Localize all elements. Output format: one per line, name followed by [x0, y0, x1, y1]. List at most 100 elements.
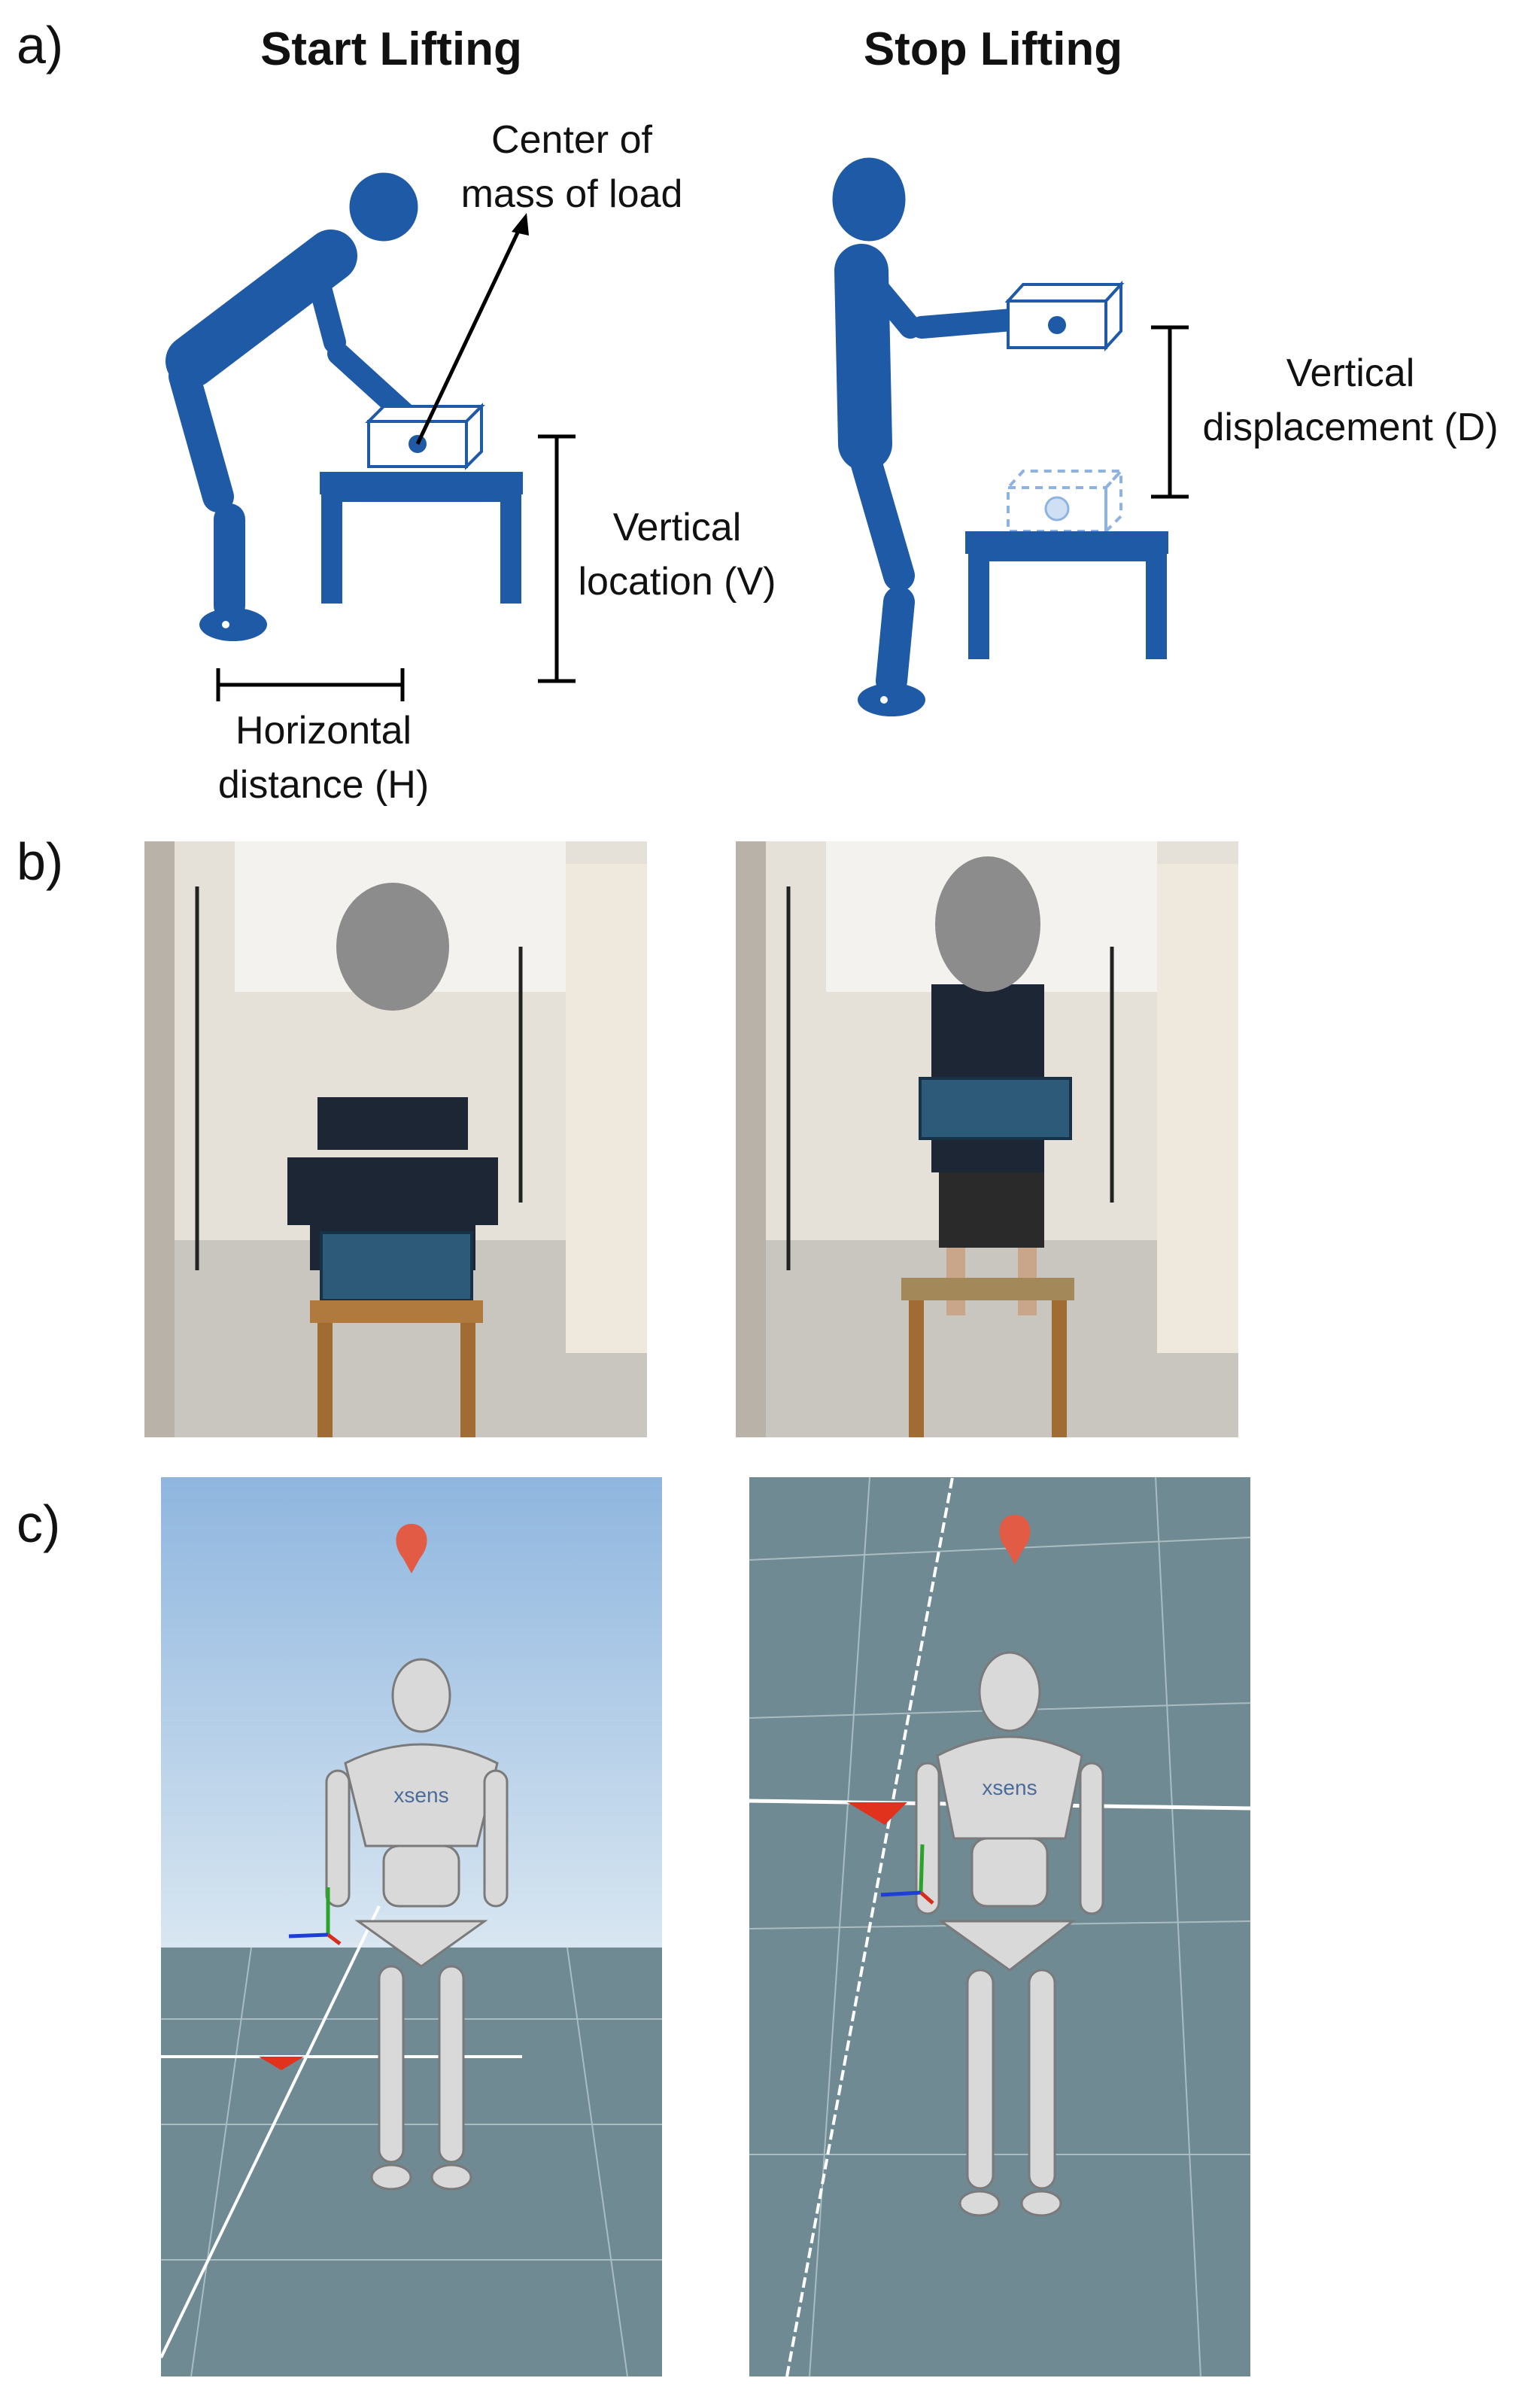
vertical-location-bracket — [538, 434, 576, 683]
stop-avatar-left-leg — [966, 1969, 995, 2190]
stop-box — [1004, 280, 1125, 352]
stop-lifting-photo — [736, 841, 1238, 1437]
stop-avatar-marker-triangle — [847, 1802, 907, 1825]
start-avatar-balloon-icon — [396, 1524, 427, 1574]
stop-figure-upper-arm — [861, 271, 922, 339]
stop-photo-stool-left-leg — [909, 1300, 924, 1437]
start-avatar-axis-line — [161, 1905, 381, 2358]
panel-a-label: a) — [17, 16, 64, 74]
stop-avatar-body — [915, 1651, 1104, 2217]
start-avatar-pelvis — [354, 1920, 488, 1968]
stop-avatar-axis-line — [785, 1477, 954, 2376]
stop-avatar-left-foot — [958, 2190, 1001, 2217]
vertical-displacement-line-1: Vertical — [1286, 351, 1415, 395]
vertical-displacement-line-2: displacement (D) — [1202, 406, 1499, 449]
stop-box-top — [1004, 283, 1125, 303]
stop-avatar-scene: xsens — [749, 1477, 1250, 2376]
com-arrow-line — [415, 228, 521, 445]
start-lifting-title: Start Lifting — [260, 23, 522, 75]
center-of-mass-label: Center of mass of load — [421, 113, 722, 221]
start-table-rail — [342, 494, 500, 502]
start-table — [320, 472, 523, 604]
stop-avatar-abdomen — [970, 1837, 1049, 1908]
start-table-left-leg — [321, 494, 342, 604]
horizontal-distance-line-2: distance (H) — [217, 763, 430, 807]
panel-b-label: b) — [17, 832, 64, 891]
start-table-top — [320, 472, 523, 494]
stop-table-left-leg — [968, 554, 989, 659]
panel-c-label: c) — [17, 1495, 61, 1553]
vertical-location-line-1: Vertical — [612, 506, 742, 549]
stop-photo-face-blur — [935, 856, 1040, 992]
start-photo-face-blur — [336, 883, 449, 1011]
stop-figure-torso — [834, 244, 892, 471]
stop-figure-head — [832, 157, 906, 242]
start-box-front — [367, 420, 468, 468]
stop-photo-crate — [919, 1077, 1072, 1140]
horizontal-distance-line-1: Horizontal — [235, 709, 412, 753]
horizontal-distance-bracket — [216, 668, 405, 701]
ghost-box-side — [1104, 467, 1122, 535]
start-photo-stool-right-leg — [460, 1323, 475, 1437]
stop-photo-stool-right-leg — [1052, 1300, 1067, 1437]
start-avatar-left-arm — [325, 1769, 351, 1908]
start-avatar-right-arm — [483, 1769, 509, 1908]
stop-lifting-title: Stop Lifting — [863, 23, 1123, 75]
stop-avatar-axes-gizmo — [880, 1844, 934, 1905]
start-photo-stool-left-leg — [317, 1323, 333, 1437]
start-avatar-axes-gizmo — [288, 1887, 342, 1945]
start-photo-stool-top — [310, 1300, 483, 1323]
start-figure-upper-arm — [305, 260, 346, 354]
start-avatar-left-leg — [378, 1965, 405, 2164]
start-box — [365, 403, 485, 470]
stop-figure-foot-dot — [880, 696, 888, 704]
panel-a-diagram — [166, 157, 1189, 716]
stop-lifting-figure — [832, 157, 1023, 716]
start-avatar-right-leg — [438, 1965, 465, 2164]
start-figure-foot — [199, 608, 267, 641]
start-photo-scene — [144, 841, 647, 1437]
start-figure-head — [349, 172, 418, 242]
stop-table-top — [965, 531, 1168, 554]
start-avatar-chest — [344, 1743, 499, 1847]
start-box-side — [465, 403, 483, 470]
stop-avatar-right-foot — [1020, 2190, 1062, 2217]
stop-figure-thigh — [849, 443, 915, 591]
start-avatar-head — [391, 1658, 451, 1733]
stop-avatar-head — [978, 1651, 1041, 1732]
stop-table-rail — [989, 554, 1146, 561]
start-photo-banner — [566, 864, 647, 1353]
start-photo-left-door — [144, 841, 175, 1437]
stop-avatar-chest-logo: xsens — [982, 1776, 1037, 1799]
stop-box-side — [1104, 280, 1122, 352]
start-photo-crate — [320, 1231, 473, 1302]
vertical-displacement-bracket — [1151, 325, 1189, 499]
stop-avatar-right-leg — [1028, 1969, 1056, 2190]
stop-photo-person-shorts — [939, 1172, 1044, 1248]
ghost-box-center-of-mass — [1044, 496, 1070, 522]
start-avatar-ground — [161, 1948, 662, 2376]
stop-box-center-of-mass — [1048, 316, 1066, 334]
stop-avatar-pelvis — [937, 1920, 1077, 1972]
stop-photo-floor — [736, 1240, 1238, 1437]
start-photo-person-shoulders — [317, 1097, 468, 1150]
start-avatar-grid — [161, 1947, 662, 2376]
stop-table-right-leg — [1146, 554, 1167, 659]
stop-photo-scene — [736, 841, 1238, 1437]
stop-photo-stool-top — [901, 1278, 1074, 1300]
start-photo-person-torso — [287, 1157, 498, 1225]
stop-table — [965, 531, 1168, 659]
horizontal-distance-label: Horizontal distance (H) — [203, 704, 444, 812]
start-avatar-abdomen — [382, 1844, 460, 1908]
start-lifting-avatar: xsens — [161, 1477, 662, 2376]
stop-figure-shin — [876, 586, 915, 697]
stop-photo-banner — [1157, 864, 1238, 1353]
vertical-displacement-label: Vertical displacement (D) — [1174, 346, 1527, 455]
stop-avatar-right-arm — [1079, 1762, 1104, 1915]
vertical-location-line-2: location (V) — [578, 560, 776, 604]
stop-avatar-chest — [936, 1735, 1083, 1840]
start-avatar-scene: xsens — [161, 1477, 662, 2376]
start-lifting-photo — [144, 841, 647, 1437]
start-avatar-right-foot — [430, 2164, 472, 2191]
stop-lifting-avatar: xsens — [749, 1477, 1250, 2376]
